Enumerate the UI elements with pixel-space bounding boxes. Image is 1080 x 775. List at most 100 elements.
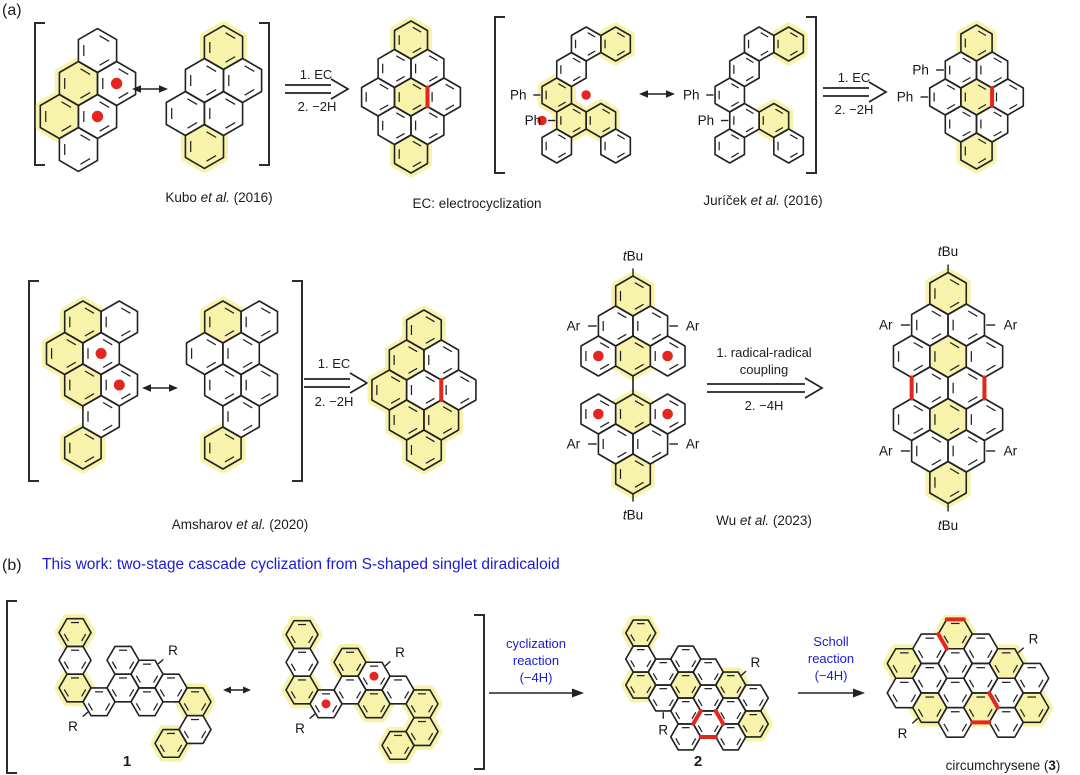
molecule-amsharov-quinoid [177, 294, 288, 476]
svg-text:Ar: Ar [879, 443, 893, 458]
svg-text:tBu: tBu [623, 248, 643, 263]
caption-wu: Wu et al. (2023) [716, 513, 812, 528]
bracket-left-kubo [34, 22, 45, 166]
scholl-arrow [798, 687, 866, 699]
panel-a-label: (a) [2, 2, 22, 19]
molecule-kubo-product [352, 14, 470, 180]
caption-c3-number: 3 [1048, 758, 1056, 773]
bracket-right-compound1 [474, 614, 485, 770]
svg-text:R: R [898, 726, 908, 741]
arrow-step2-kubo: 2. −2H [297, 99, 337, 114]
svg-text:Ar: Ar [567, 436, 581, 451]
caption-amsharov-etal: et al. [236, 517, 266, 532]
caption-circumchrysene: circumchrysene (3) [946, 758, 1061, 773]
svg-text:Ph: Ph [510, 87, 527, 102]
scholl-arrow-label-3: (−4H) [814, 668, 848, 683]
bracket-left-compound1 [6, 600, 17, 774]
svg-text:Ar: Ar [567, 319, 581, 334]
svg-text:Ph: Ph [683, 87, 700, 102]
svg-text:R: R [1029, 631, 1039, 646]
caption-juricek: Juríček et al. (2016) [703, 193, 822, 208]
svg-text:tBu: tBu [623, 508, 643, 523]
svg-text:Ar: Ar [1004, 443, 1018, 458]
svg-text:Ph: Ph [897, 89, 914, 104]
scholl-arrow-label-2: reaction [807, 651, 855, 666]
reaction-arrow-amsharov [302, 371, 370, 395]
cyclization-arrow-label-1: cyclization [506, 636, 566, 651]
svg-text:R: R [295, 721, 305, 736]
caption-c3-pre2: chrysene ( [985, 758, 1049, 773]
arrow-step1-amsharov: 1. EC [317, 356, 351, 371]
svg-text:Ph: Ph [912, 63, 929, 78]
panel-b-title: This work: two-stage cascade cyclization… [42, 556, 560, 573]
svg-text:R: R [751, 655, 761, 670]
svg-text:R: R [395, 645, 405, 660]
svg-text:Ph: Ph [698, 113, 715, 128]
bracket-left-juricek [494, 16, 505, 174]
arrow-step2-juricek: 2. −2H [834, 102, 874, 117]
svg-text:tBu: tBu [938, 518, 958, 533]
molecule-kubo-quinoid [156, 19, 271, 176]
bracket-right-juricek [806, 16, 817, 174]
compound-1-label: 1 [122, 753, 132, 770]
caption-wu-pre: Wu [716, 513, 740, 528]
reaction-arrow-kubo [283, 77, 351, 101]
svg-text:Ph: Ph [525, 113, 542, 128]
caption-wu-year: (2023) [769, 513, 812, 528]
caption-amsharov-year: (2020) [265, 517, 309, 532]
bracket-right-kubo [259, 22, 270, 166]
arrow-step1-wu-line2: coupling [739, 362, 789, 377]
svg-text:Ar: Ar [686, 319, 700, 334]
caption-wu-etal: et al. [739, 513, 770, 528]
panel-b-label: (b) [2, 557, 22, 574]
svg-text:R: R [168, 643, 178, 658]
ec-note: EC: electrocyclization [412, 196, 542, 211]
caption-kubo: Kubo et al. (2016) [165, 190, 272, 205]
caption-juricek-year: (2016) [779, 193, 823, 208]
svg-text:R: R [68, 719, 78, 734]
bracket-left-amsharov [28, 280, 39, 482]
caption-juricek-pre: Juríček [703, 193, 751, 208]
reaction-arrow-juricek [821, 80, 889, 104]
resonance-arrow-compound1 [222, 684, 252, 696]
caption-amsharov-pre: Amsharov [171, 517, 237, 532]
caption-kubo-year: (2016) [229, 190, 273, 205]
resonance-arrow-juricek [638, 88, 676, 100]
caption-c3-post: ) [1055, 758, 1061, 773]
arrow-step1-kubo: 1. EC [299, 67, 333, 82]
cyclization-arrow [489, 687, 585, 699]
svg-text:Ar: Ar [686, 436, 700, 451]
arrow-step2-wu: 2. −4H [744, 398, 784, 413]
resonance-arrow-kubo [131, 83, 169, 95]
caption-kubo-etal: et al. [200, 190, 230, 205]
compound-2-label: 2 [693, 753, 703, 770]
caption-kubo-pre: Kubo [165, 190, 201, 205]
resonance-arrow-amsharov [141, 382, 179, 394]
molecule-kubo-diradical [30, 22, 145, 179]
caption-amsharov: Amsharov et al. (2020) [172, 517, 309, 532]
bracket-right-amsharov [292, 280, 303, 482]
svg-text:Ar: Ar [1004, 318, 1018, 333]
arrow-step2-amsharov: 2. −2H [314, 394, 354, 409]
cyclization-arrow-label-2: reaction [512, 653, 560, 668]
svg-text:Ar: Ar [879, 318, 893, 333]
molecule-amsharov-diradical [37, 294, 148, 476]
arrow-step1-wu-line1: 1. radical-radical [716, 345, 812, 360]
scholl-arrow-label-1: Scholl [813, 634, 849, 649]
svg-text:tBu: tBu [938, 244, 958, 259]
cyclization-arrow-label-3: (−4H) [519, 670, 553, 685]
caption-c3-pre: circum [945, 758, 986, 773]
arrow-step1-juricek: 1. EC [837, 70, 871, 85]
caption-juricek-etal: et al. [750, 193, 780, 208]
svg-text:R: R [658, 723, 668, 738]
